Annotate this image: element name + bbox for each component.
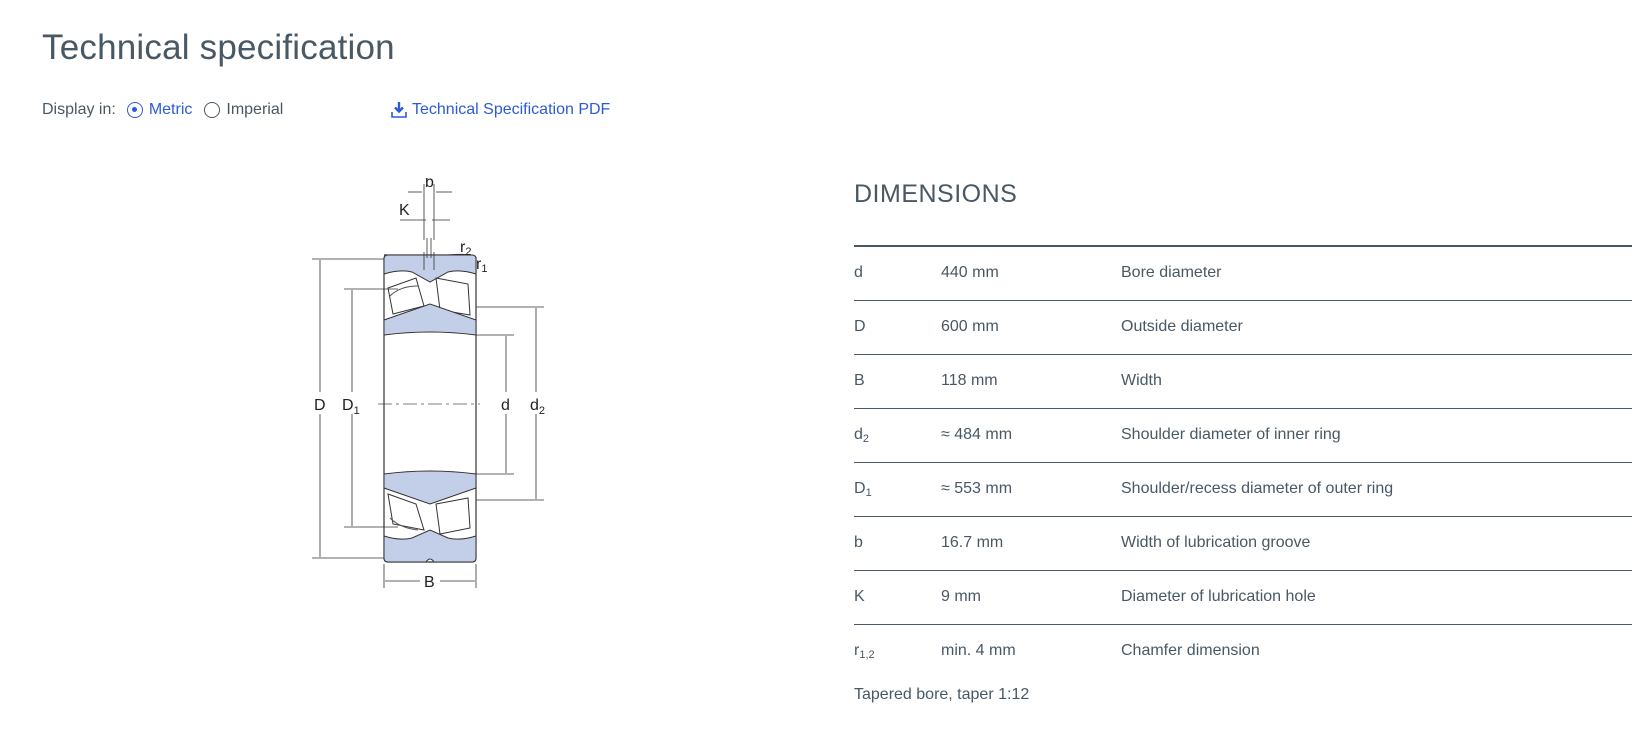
dimension-description: Outside diameter <box>1121 300 1632 355</box>
dimension-description: Bore diameter <box>1121 245 1632 301</box>
dimension-symbol: d2 <box>854 408 941 463</box>
imperial-radio-label[interactable]: Imperial <box>226 101 284 118</box>
dimension-description: Diameter of lubrication hole <box>1121 570 1632 625</box>
unit-toggle: Display in: Metric Imperial <box>42 98 295 122</box>
diagram-label-r2: r2 <box>460 239 471 258</box>
download-icon <box>391 102 407 118</box>
display-in-label: Display in: <box>42 101 116 118</box>
metric-radio[interactable]: Metric <box>126 101 193 119</box>
dimension-value: 600 mm <box>941 300 1121 355</box>
dimension-value: ≈ 484 mm <box>941 408 1121 463</box>
metric-radio-label[interactable]: Metric <box>148 101 193 118</box>
dimension-symbol: D <box>854 300 941 355</box>
dimension-value: 9 mm <box>941 570 1121 625</box>
diagram-label-K: K <box>399 202 410 219</box>
dimension-symbol: D1 <box>854 462 941 517</box>
dimension-symbol: K <box>854 570 941 625</box>
dimension-value: min. 4 mm <box>941 642 1016 660</box>
diagram-label-r1: r1 <box>476 256 487 275</box>
imperial-radio[interactable]: Imperial <box>204 101 283 119</box>
dimension-symbol: b <box>854 516 941 571</box>
dimensions-title: DIMENSIONS <box>854 180 1018 208</box>
dimension-symbol: d <box>854 245 941 301</box>
dimension-description: Shoulder diameter of inner ring <box>1121 408 1632 463</box>
dimension-symbol: B <box>854 354 941 409</box>
diagram-label-b: b <box>425 178 434 191</box>
dimension-value: 440 mm <box>941 245 1121 301</box>
metric-radio-circle[interactable] <box>126 102 143 118</box>
dimension-description: Width <box>1121 354 1632 409</box>
dimension-description: Width of lubrication groove <box>1121 516 1632 571</box>
dimension-row: r1,2 min. 4 mm Chamfer dimension <box>854 624 1632 678</box>
dimension-symbol: r1,2 <box>854 641 875 661</box>
dimension-value: 118 mm <box>941 354 1121 409</box>
dimension-description: Chamfer dimension <box>1121 642 1260 660</box>
dimension-value: 16.7 mm <box>941 516 1121 571</box>
diagram-label-d: d <box>501 397 510 414</box>
dimension-description: Shoulder/recess diameter of outer ring <box>1121 462 1632 517</box>
imperial-radio-circle[interactable] <box>204 102 221 118</box>
technical-specification-pdf-link[interactable]: Technical Specification PDF <box>390 97 610 123</box>
dimension-value: ≈ 553 mm <box>941 462 1121 517</box>
bearing-cross-section-diagram: b K r2 r1 D D1 d <box>312 178 545 591</box>
diagram-label-D: D <box>314 397 326 414</box>
diagram-label-B: B <box>424 574 435 591</box>
pdf-link-label[interactable]: Technical Specification PDF <box>412 101 611 118</box>
diagram-label-D1: D1 <box>342 397 360 417</box>
taper-footnote: Tapered bore, taper 1:12 <box>854 686 1030 703</box>
page-title: Technical specification <box>42 28 395 67</box>
diagram-label-d2: d2 <box>530 397 545 417</box>
